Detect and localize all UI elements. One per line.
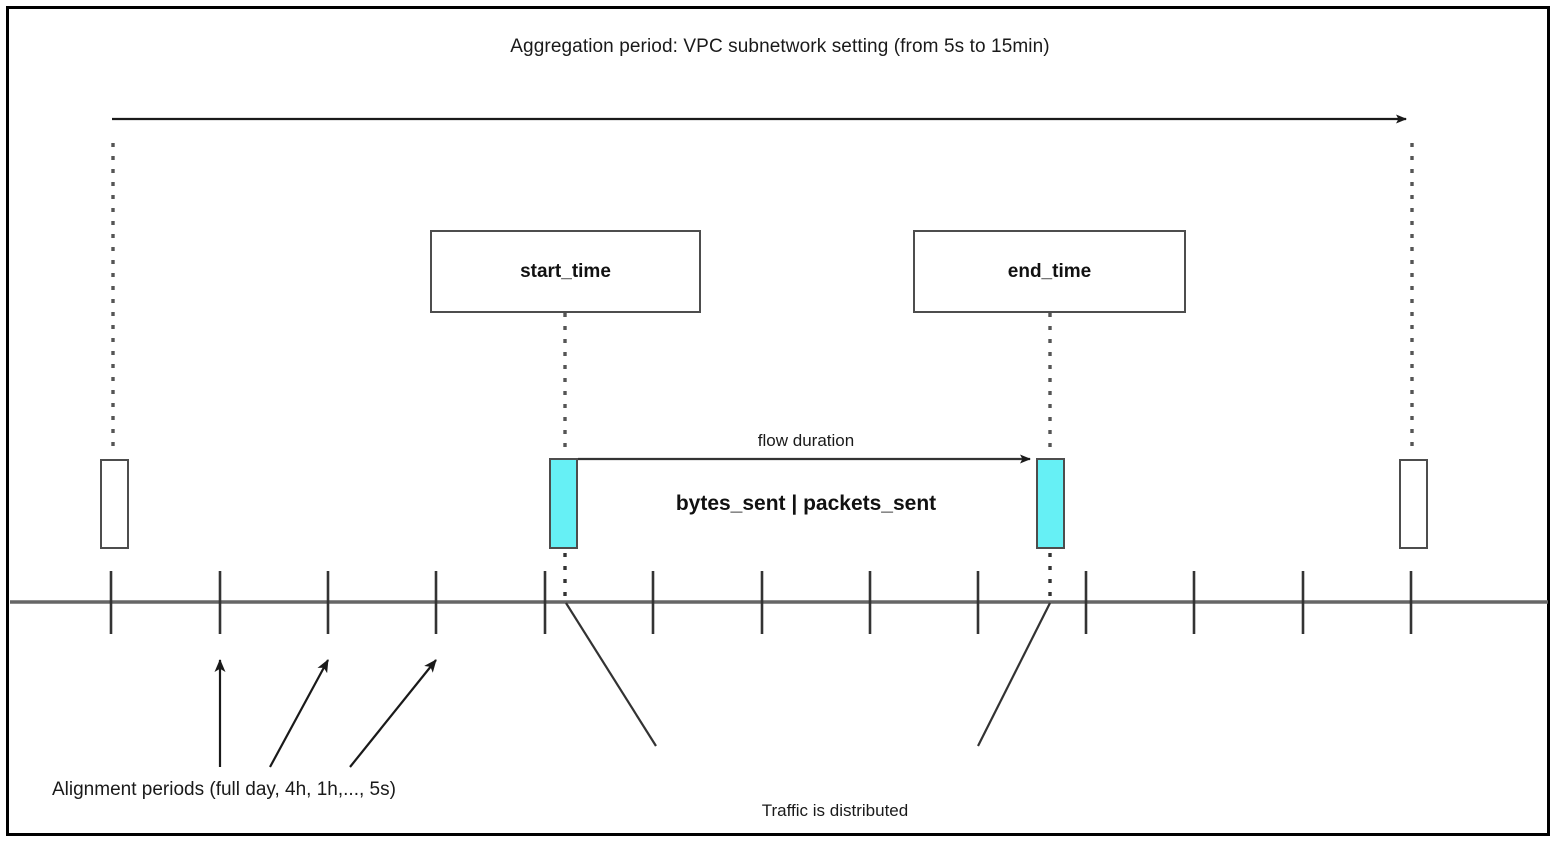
timeline-ticks bbox=[109, 571, 1413, 634]
aggregation-boundary-bar-left bbox=[100, 459, 129, 549]
alignment-period-callout-arrows bbox=[214, 659, 437, 768]
traffic-distribution-caption: Traffic is distributed proportionally am… bbox=[690, 748, 980, 846]
alignment-callout-arrow-diagonal-2 bbox=[349, 659, 437, 768]
traffic-caption-leader-right bbox=[977, 602, 1051, 747]
flow-event-bar-end bbox=[1036, 458, 1065, 549]
diagram-frame bbox=[6, 6, 1550, 836]
traffic-distribution-caption-line-1: Traffic is distributed bbox=[761, 801, 909, 820]
alignment-callout-arrow-diagonal-1 bbox=[269, 659, 329, 768]
traffic-caption-leader-left bbox=[565, 602, 657, 747]
aggregation-period-title: Aggregation period: VPC subnetwork setti… bbox=[510, 36, 1050, 57]
start-time-box: start_time bbox=[430, 230, 701, 313]
end-time-box: end_time bbox=[913, 230, 1186, 313]
flow-duration-label: flow duration bbox=[757, 431, 855, 450]
flow-event-bar-start bbox=[549, 458, 578, 549]
flow-metrics-label: bytes_sent | packets_sent bbox=[675, 492, 937, 515]
alignment-periods-caption: Alignment periods (full day, 4h, 1h,...,… bbox=[52, 779, 396, 800]
aggregation-boundary-bar-right bbox=[1399, 459, 1428, 549]
